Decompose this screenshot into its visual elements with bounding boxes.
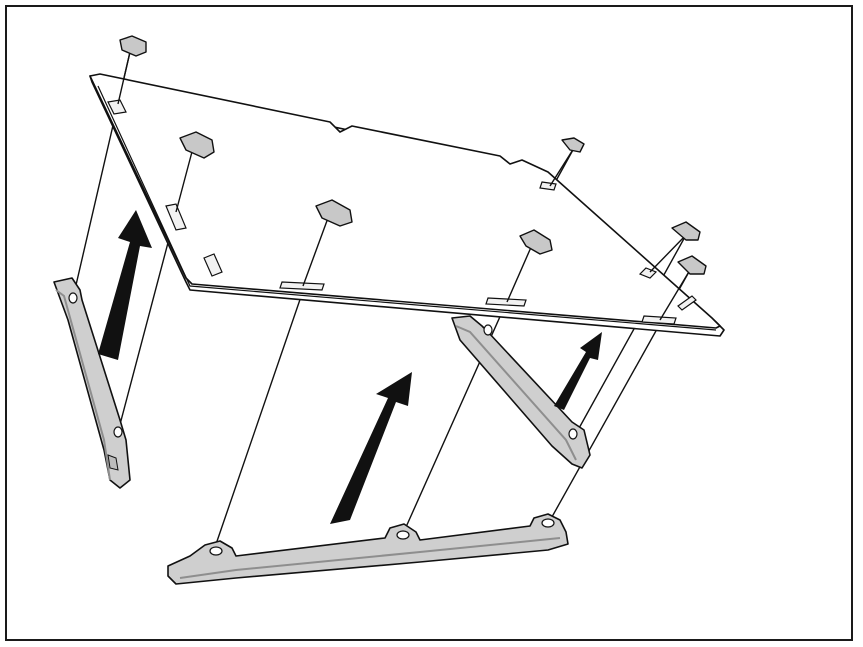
slot [203, 253, 223, 277]
clip [315, 199, 353, 227]
panel-slots [107, 99, 697, 325]
slot [107, 99, 127, 115]
clip [179, 131, 215, 159]
slot [641, 315, 677, 325]
guide-line [175, 147, 194, 213]
panel [89, 73, 725, 337]
guide-line [649, 234, 687, 273]
arrows [98, 210, 602, 524]
rail-hole [568, 428, 578, 440]
clip [519, 229, 553, 255]
rail-hole [541, 518, 555, 528]
guide-lines-front [117, 51, 691, 321]
guide-line [302, 217, 329, 287]
slot [677, 295, 697, 311]
clips [119, 35, 707, 275]
diagram-frame [5, 5, 853, 641]
rail-hole [68, 292, 78, 304]
slot [539, 181, 557, 191]
clip [677, 255, 707, 275]
rail-hole [483, 324, 493, 336]
clip [119, 35, 147, 57]
rail-left [53, 277, 131, 489]
rail-hole [113, 426, 123, 438]
rail-right [451, 315, 591, 469]
slot [485, 297, 527, 307]
clip [561, 137, 585, 153]
guide-line [577, 234, 687, 431]
rail-bottom [167, 513, 569, 585]
arrow-up-icon [330, 372, 412, 524]
arrow-up-icon [554, 332, 602, 410]
clip [671, 221, 701, 241]
guide-line [549, 147, 575, 187]
rail-hole [396, 530, 410, 540]
arrow-up-icon [98, 210, 152, 360]
slot [279, 281, 325, 291]
guide-line [506, 244, 533, 303]
panel-top-face [89, 73, 721, 329]
rail-hole [209, 546, 223, 556]
guide-line [659, 269, 691, 321]
slot [165, 203, 187, 231]
guide-line [117, 51, 131, 105]
